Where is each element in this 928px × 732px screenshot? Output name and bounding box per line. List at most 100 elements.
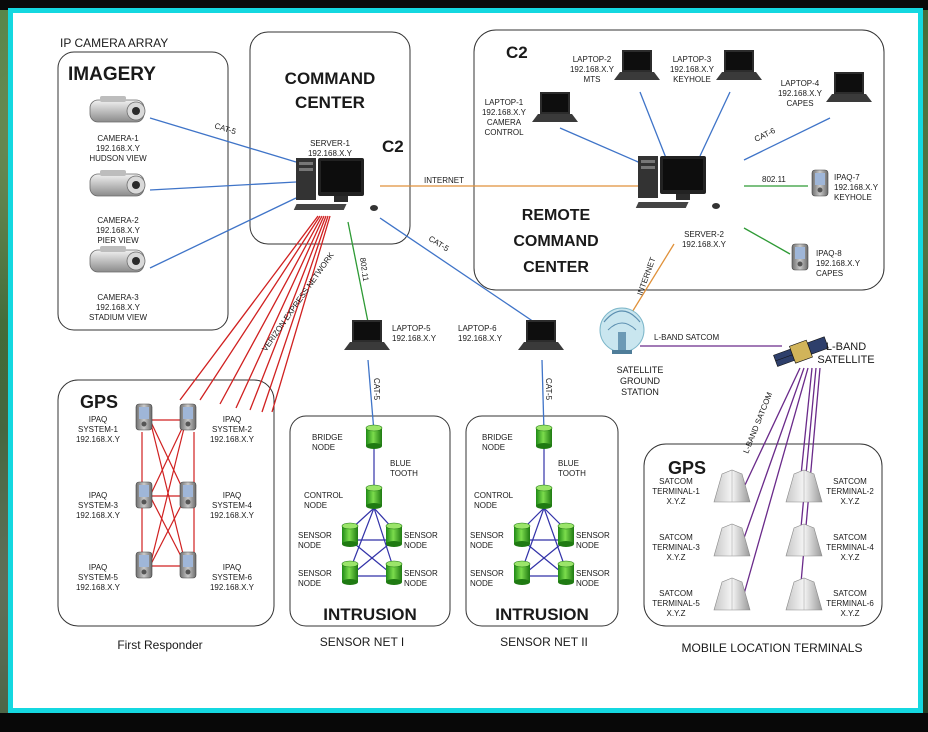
imagery-heading: IMAGERY: [68, 64, 156, 85]
lband-label-terminals: L-BAND SATCOM: [742, 391, 775, 455]
command-heading: COMMAND: [285, 69, 376, 88]
cat5-label-net1: CAT-5: [372, 378, 381, 401]
cat5-laptop5-bridge: [367, 359, 375, 433]
ipaq-system-1-icon: [135, 403, 153, 431]
ipaq-8-ip: 192.168.X.Y: [816, 259, 861, 268]
camera-3-label: CAMERA-3: [97, 293, 139, 302]
laptop-1-desc: CAMERA: [487, 118, 522, 127]
ipaq-7-label: IPAQ-7: [834, 173, 860, 182]
laptop-5-ip: 192.168.X.Y: [392, 334, 437, 343]
laptop-3-ip: 192.168.X.Y: [670, 65, 715, 74]
terminal-5-name: TERMINAL-5: [652, 599, 700, 608]
internet-link-ground: [625, 243, 675, 323]
remote-command-center-panel: [473, 29, 885, 291]
ipaq-system-3-label: IPAQ: [89, 491, 108, 500]
laptop-1-desc2: CONTROL: [484, 128, 524, 137]
ipaq-system-6-ip: 192.168.X.Y: [210, 583, 255, 592]
ipaq-8-desc: CAPES: [816, 269, 843, 278]
ipaq-system-3-ip: 192.168.X.Y: [76, 511, 121, 520]
satcom-terminal-6-icon: [785, 577, 823, 611]
bottom-bar: [0, 713, 928, 732]
server-1-label: SERVER-1: [310, 139, 350, 148]
laptop-6-icon: [518, 320, 564, 350]
net1-sensor-label-1: SENSOR: [298, 531, 332, 540]
satcom-terminal-1-icon: [713, 469, 751, 503]
ipaq-system-2-label: IPAQ: [223, 415, 242, 424]
net2-sensor-node-icon: [557, 522, 575, 548]
net2-sensor-node-icon: [557, 560, 575, 586]
net1-sensor-node-icon: [341, 522, 359, 548]
net1-control-label: CONTROL: [304, 491, 344, 500]
net2-bridge-label-2: NODE: [482, 443, 505, 452]
laptop-2-icon: [614, 50, 660, 80]
net1-bluetooth-label: BLUE: [390, 459, 411, 468]
sensor-net-2-panel: [465, 415, 619, 627]
ground-station-label-2: GROUND: [620, 376, 660, 386]
server-1-ip: 192.168.X.Y: [308, 149, 353, 158]
ipaq-system-5-label: IPAQ: [89, 563, 108, 572]
terminal-1-name: TERMINAL-1: [652, 487, 700, 496]
verizon-label: VERIZON EXPRESS NETWORK: [260, 250, 336, 353]
cat5-label-laptop6: CAT-5: [427, 234, 451, 254]
server-1-icon: [293, 158, 378, 211]
intrusion-2-heading: INTRUSION: [495, 605, 589, 624]
camera-2-icon: [89, 169, 146, 197]
camera-links: [149, 117, 297, 269]
laptop-2-label: LAPTOP-2: [573, 55, 612, 64]
ipaq-7-icon: [811, 169, 829, 197]
c2-server-heading: C2: [382, 137, 404, 156]
camera-3-ip: 192.168.X.Y: [96, 303, 141, 312]
terminal-4-label: SATCOM: [833, 533, 867, 542]
satellite-ground-station-icon: [599, 307, 645, 354]
ipaq-system-5-icon: [135, 551, 153, 579]
laptop-6-label: LAPTOP-6: [458, 324, 497, 333]
camera-2-label: CAMERA-2: [97, 216, 139, 225]
laptop-2-ip: 192.168.X.Y: [570, 65, 615, 74]
satellite-label-2: SATELLITE: [817, 354, 874, 366]
satcom-terminal-5-icon: [713, 577, 751, 611]
ipaq-system-4-label: IPAQ: [223, 491, 242, 500]
laptop-1-icon: [532, 92, 578, 122]
terminal-2-xyz: X.Y.Z: [841, 497, 860, 506]
net1-sensor-label-3b: NODE: [298, 579, 321, 588]
net1-control-node-icon: [365, 484, 383, 510]
net1-control-label-2: NODE: [304, 501, 327, 510]
terminal-4-xyz: X.Y.Z: [841, 553, 860, 562]
net2-sensor-node-icon: [513, 522, 531, 548]
cat5-label-net2: CAT-5: [544, 378, 553, 401]
ipaq-7-ip: 192.168.X.Y: [834, 183, 879, 192]
camera-1-icon: [89, 95, 146, 123]
sensor-net-2-links: [521, 444, 567, 577]
terminal-2-name: TERMINAL-2: [826, 487, 874, 496]
terminal-5-label: SATCOM: [659, 589, 693, 598]
ipaq-system-4-name: SYSTEM-4: [212, 501, 253, 510]
ipaq-8-label: IPAQ-8: [816, 249, 842, 258]
wifi-link-ipaq8: [743, 227, 791, 255]
net1-bridge-node-icon: [365, 424, 383, 450]
laptop-3-desc: KEYHOLE: [673, 75, 711, 84]
gps-terminals-heading: GPS: [668, 458, 706, 478]
ipaq-system-1-ip: 192.168.X.Y: [76, 435, 121, 444]
ipaq-system-4-icon: [179, 481, 197, 509]
first-responder-caption: First Responder: [117, 638, 202, 652]
net2-sensor-label-3b: NODE: [470, 579, 493, 588]
cat5-link-laptop6: [379, 217, 535, 323]
net1-sensor-label-4: SENSOR: [404, 569, 438, 578]
ipaq-system-6-name: SYSTEM-6: [212, 573, 253, 582]
net2-sensor-label-2: SENSOR: [576, 531, 610, 540]
ground-station-label: SATELLITE: [617, 365, 664, 375]
net2-bluetooth-label-2: TOOTH: [558, 469, 586, 478]
satcom-terminal-2-icon: [785, 469, 823, 503]
net2-sensor-label-3: SENSOR: [470, 569, 504, 578]
camera-3-view: STADIUM VIEW: [89, 313, 148, 322]
lband-label: L-BAND SATCOM: [654, 333, 720, 342]
terminal-3-xyz: X.Y.Z: [667, 553, 686, 562]
terminal-6-xyz: X.Y.Z: [841, 609, 860, 618]
terminal-2-label: SATCOM: [833, 477, 867, 486]
imagery-panel: [57, 51, 229, 331]
terminal-6-label: SATCOM: [833, 589, 867, 598]
laptop-1-ip: 192.168.X.Y: [482, 108, 527, 117]
net1-sensor-node-icon: [385, 522, 403, 548]
terminal-3-label: SATCOM: [659, 533, 693, 542]
